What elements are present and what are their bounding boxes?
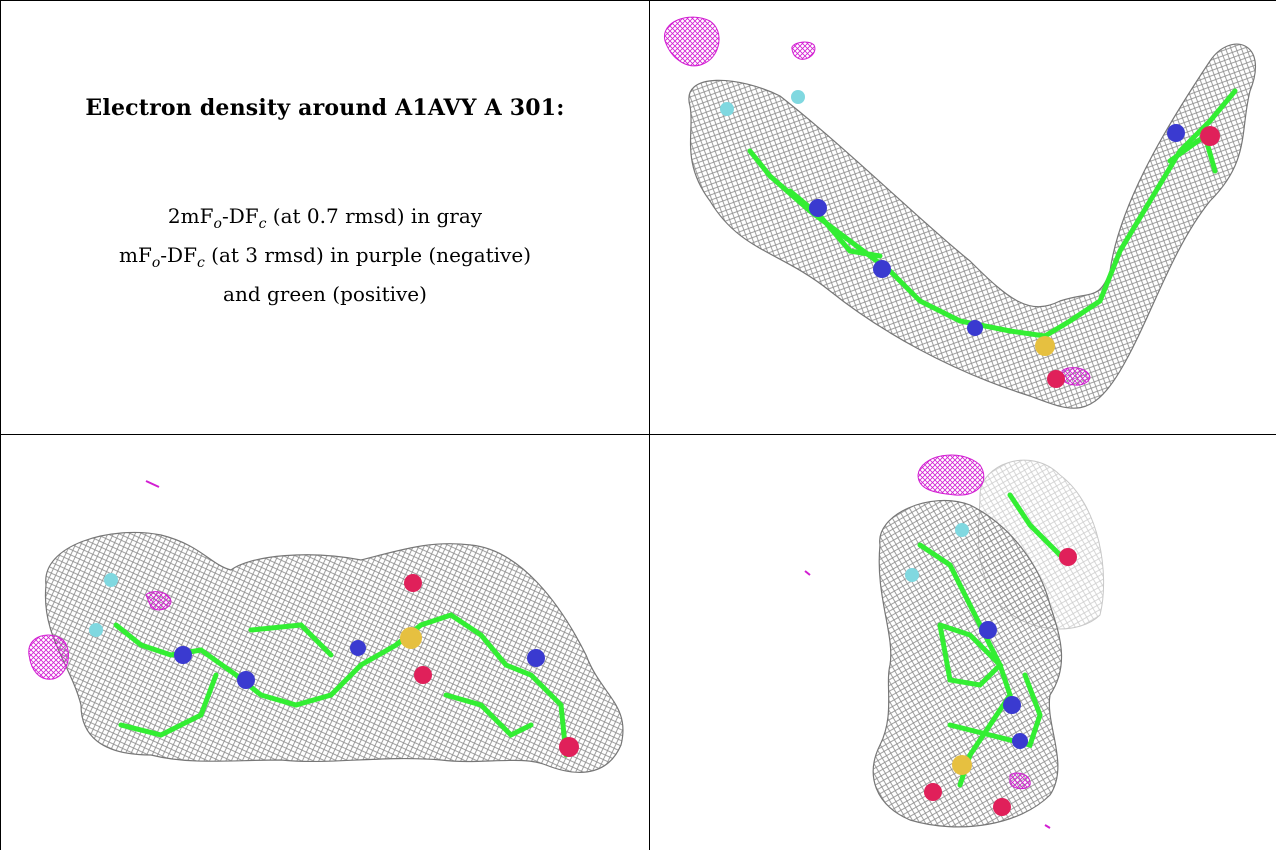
density-view-top-right xyxy=(650,1,1276,434)
negative-density-blobs xyxy=(28,480,172,680)
caption-title: Electron density around A1AVY A 301: xyxy=(85,95,565,121)
table-border-top xyxy=(0,0,1276,1)
table-border-left xyxy=(0,0,1,850)
caption-cell: Electron density around A1AVY A 301: 2mF… xyxy=(1,1,649,434)
ligand-atoms xyxy=(720,90,1220,388)
density-view-bottom-right xyxy=(650,435,1276,850)
legend-line-positive: and green (positive) xyxy=(223,282,427,306)
ligand-atoms xyxy=(89,573,579,757)
table-divider-vertical xyxy=(649,0,650,850)
legend-line-2mfo: 2mFo-DFc (at 0.7 rmsd) in gray xyxy=(167,204,483,232)
gray-density-mesh xyxy=(688,43,1256,409)
negative-density-blobs xyxy=(804,454,1051,829)
caption-legend: 2mFo-DFc (at 0.7 rmsd) in gray mFo-DFc (… xyxy=(1,201,649,310)
ligand-stick-model xyxy=(917,492,1063,788)
gray-density-mesh xyxy=(44,531,624,773)
negative-density-blobs xyxy=(664,16,1091,386)
legend-line-mfo: mFo-DFc (at 3 rmsd) in purple (negative) xyxy=(119,243,531,271)
density-view-bottom-left xyxy=(1,435,649,850)
ligand-atoms xyxy=(905,523,1077,816)
table-divider-horizontal xyxy=(0,434,1276,435)
